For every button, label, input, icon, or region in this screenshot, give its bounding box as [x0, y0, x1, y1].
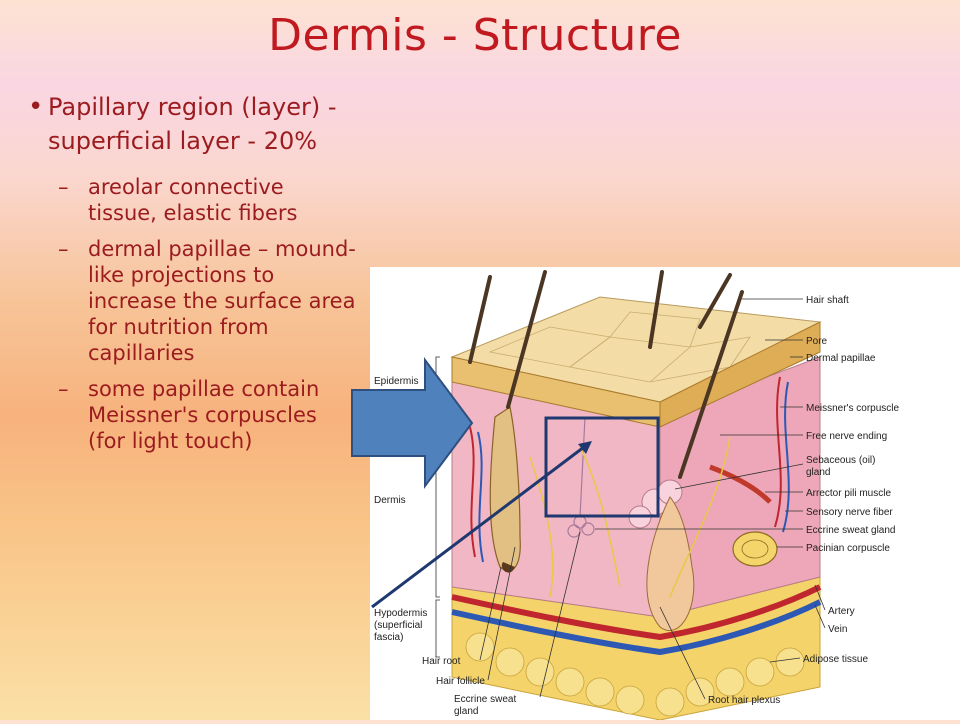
dash-icon: – — [58, 377, 69, 401]
bullet-list: • Papillary region (layer) - superficial… — [28, 90, 358, 464]
subpoint-text: areolar connective tissue, elastic fiber… — [88, 175, 298, 225]
dash-icon: – — [58, 175, 69, 199]
subpoint-text: dermal papillae – mound-like projections… — [88, 237, 356, 365]
subpoint-meissner: – some papillae contain Meissner's corpu… — [58, 376, 358, 454]
bullet-text: Papillary region (layer) - superficial l… — [48, 93, 337, 155]
subpoint-dermal-papillae: – dermal papillae – mound-like projectio… — [58, 236, 358, 366]
bullet-dot-icon: • — [28, 92, 44, 122]
subpoint-text: some papillae contain Meissner's corpusc… — [88, 377, 320, 453]
bullet-papillary: • Papillary region (layer) - superficial… — [28, 90, 358, 158]
skin-illustration — [435, 270, 826, 721]
dash-icon: – — [58, 237, 69, 261]
skin-cross-section-diagram: Epidermis Dermis Hypodermis (superficial… — [370, 267, 960, 721]
subpoint-areolar: – areolar connective tissue, elastic fib… — [58, 174, 358, 226]
page-title: Dermis - Structure — [268, 10, 682, 61]
